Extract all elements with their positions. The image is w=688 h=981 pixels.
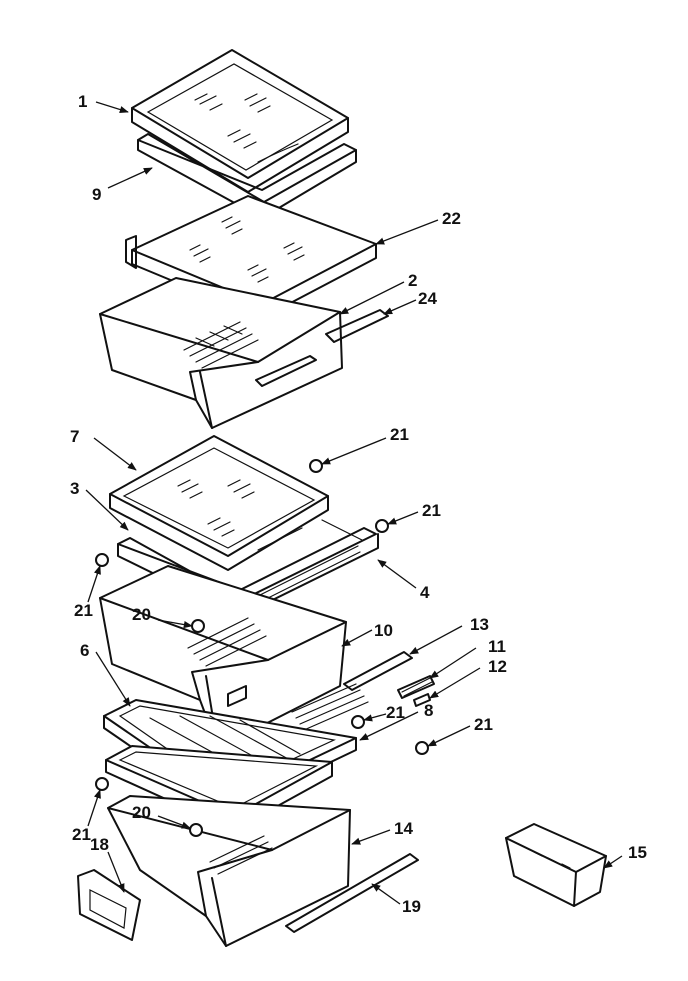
callout-10: 10 <box>374 621 393 640</box>
callout-21b: 21 <box>422 501 441 520</box>
callout-21f: 21 <box>72 825 91 844</box>
callout-20a: 20 <box>132 605 151 624</box>
callout-8: 8 <box>424 701 433 720</box>
label-card <box>77 869 141 941</box>
upper-crisper-drawer <box>99 277 343 429</box>
callout-21c: 21 <box>74 601 93 620</box>
middle-crisper-drawer <box>99 565 347 749</box>
top-glass-shelf <box>131 49 349 193</box>
callout-15: 15 <box>628 843 647 862</box>
callout-21a: 21 <box>390 425 409 444</box>
callout-4: 4 <box>420 583 430 602</box>
callout-9: 9 <box>92 185 101 204</box>
callout-18: 18 <box>90 835 109 854</box>
callout-24: 24 <box>418 289 437 308</box>
callout-3: 3 <box>70 479 79 498</box>
callout-11: 11 <box>488 637 506 656</box>
leader-lines <box>85 101 623 905</box>
drawer-rail-middle <box>291 651 435 731</box>
dairy-bin <box>505 823 607 907</box>
callout-labels: 1 9 22 2 24 7 21 3 21 4 21 20 10 13 11 1… <box>70 92 647 916</box>
callout-13: 13 <box>470 615 489 634</box>
lower-crisper-drawer <box>107 795 351 947</box>
drawer-rail-lower <box>285 853 419 933</box>
callout-12: 12 <box>488 657 507 676</box>
callout-20b: 20 <box>132 803 151 822</box>
callout-21e: 21 <box>474 715 493 734</box>
callout-14: 14 <box>394 819 413 838</box>
callout-21d: 21 <box>386 703 405 722</box>
callout-19: 19 <box>402 897 421 916</box>
callout-22: 22 <box>442 209 461 228</box>
screws <box>95 459 429 837</box>
middle-glass-shelf <box>109 435 329 571</box>
callout-2: 2 <box>408 271 417 290</box>
callout-1: 1 <box>78 92 87 111</box>
callout-6: 6 <box>80 641 89 660</box>
callout-7: 7 <box>70 427 79 446</box>
drawer-rail-upper <box>255 309 389 387</box>
lower-glass-frame <box>105 745 333 831</box>
